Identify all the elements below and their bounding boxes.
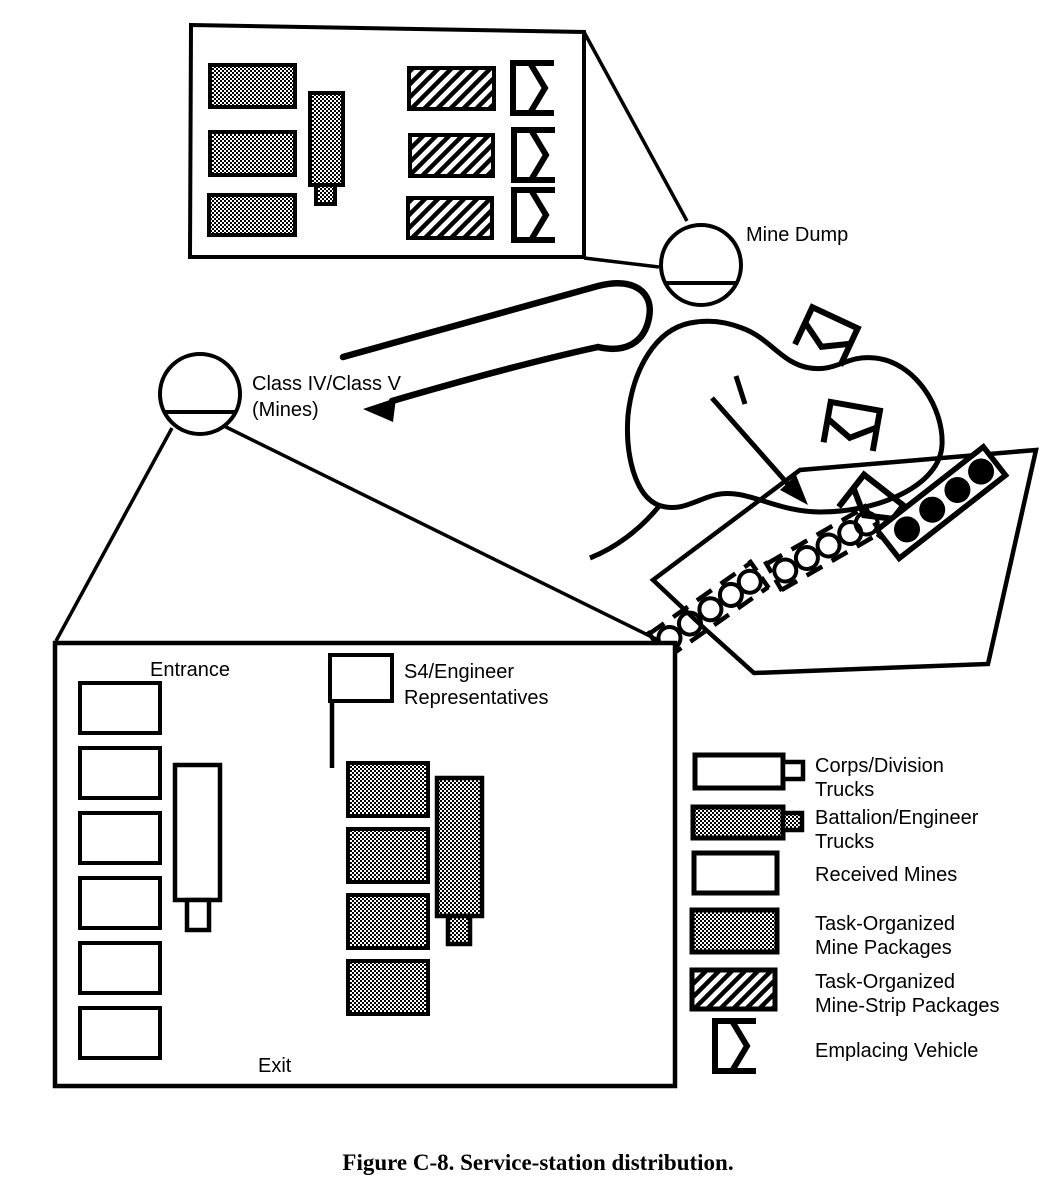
entrance-label: Entrance xyxy=(150,659,230,681)
battalion-engineer-truck-icon xyxy=(434,775,485,947)
tick-mark xyxy=(733,375,748,405)
legend-item-battalion-engineer-trucks: Battalion/Engineer Trucks xyxy=(690,804,979,853)
s4-representatives-flag xyxy=(328,653,394,768)
legend: Corps/Division Trucks Battalion/Engineer… xyxy=(689,752,1000,1071)
legend-label: Mine-Strip Packages xyxy=(815,995,1000,1017)
terrain-sketch xyxy=(589,307,945,561)
s4-label-line1: S4/Engineer xyxy=(404,661,514,683)
class-point-label-line1: Class IV/Class V xyxy=(252,373,402,395)
legend-label: Battalion/Engineer xyxy=(815,807,979,829)
battalion-engineer-truck-icon xyxy=(308,91,345,206)
legend-item-corps-division-trucks: Corps/Division Trucks xyxy=(692,752,944,801)
loop-route-arrow xyxy=(339,280,653,422)
s4-label-line2: Representatives xyxy=(404,687,549,709)
legend-item-emplacing-vehicle: Emplacing Vehicle xyxy=(715,1021,978,1071)
legend-label: Received Mines xyxy=(815,864,957,886)
legend-item-received-mines: Received Mines xyxy=(691,850,957,896)
battalion-engineer-truck-icon xyxy=(690,804,805,841)
class-iv-v-point-symbol xyxy=(158,352,242,436)
mine-strip xyxy=(645,558,772,663)
mine-package-stack xyxy=(207,63,297,237)
minefield-area xyxy=(645,443,1039,676)
legend-label: Trucks xyxy=(815,779,874,801)
legend-item-task-organized-mine-packages: Task-Organized Mine Packages xyxy=(689,907,955,959)
legend-label: Emplacing Vehicle xyxy=(815,1040,978,1062)
legend-label: Task-Organized xyxy=(815,913,955,935)
task-organized-mine-strip-packages-swatch xyxy=(689,967,778,1012)
received-mines-stack xyxy=(78,681,162,1060)
figure-caption: Figure C-8. Service-station distribution… xyxy=(342,1150,733,1175)
emplacement-arrow xyxy=(710,396,808,505)
legend-label: Task-Organized xyxy=(815,971,955,993)
arrowhead xyxy=(363,398,396,422)
projection-line-left xyxy=(54,427,174,642)
corps-division-truck-icon xyxy=(692,752,806,791)
projection-line-bottom xyxy=(583,256,660,269)
projection-line-right xyxy=(223,424,659,642)
legend-label: Corps/Division xyxy=(815,755,944,777)
minefield-boundary xyxy=(649,447,1039,676)
mine-strip xyxy=(763,503,884,594)
class-point-label-line2: (Mines) xyxy=(252,399,319,421)
task-organized-package-stack xyxy=(346,761,430,1016)
emplaced-mine-row xyxy=(873,443,1010,563)
arrowhead xyxy=(780,475,808,505)
projection-line-top xyxy=(582,31,689,222)
mine-strip-package-stack xyxy=(406,66,496,240)
mine-dump-label: Mine Dump xyxy=(746,224,848,246)
service-station-box: Entrance Exit S4/Engineer Representative… xyxy=(52,640,678,1089)
legend-label: Mine Packages xyxy=(815,937,952,959)
legend-label: Trucks xyxy=(815,831,874,853)
mine-dump-detail-box xyxy=(187,22,689,269)
corps-division-truck-icon xyxy=(172,762,223,933)
exit-label: Exit xyxy=(258,1055,292,1077)
task-organized-mine-packages-swatch xyxy=(689,907,780,955)
assembly-area-outline xyxy=(625,318,945,515)
received-mines-swatch xyxy=(691,850,780,896)
mine-dump-symbol xyxy=(659,223,743,307)
terrain-contour xyxy=(589,503,662,561)
legend-item-task-organized-mine-strip-packages: Task-Organized Mine-Strip Packages xyxy=(689,967,1000,1017)
